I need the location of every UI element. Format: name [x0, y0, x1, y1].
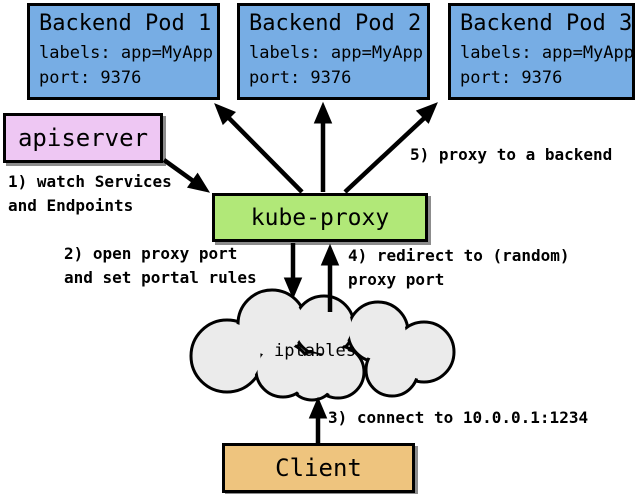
backend-pod-3-labels: labels: app=MyApp [460, 43, 634, 63]
annotation-step3-connect: 3) connect to 10.0.0.1:1234 [328, 408, 589, 427]
annotation-step1-watch-services: 1) watch Services and Endpoints [8, 172, 172, 215]
apiserver-box: apiserver [3, 113, 163, 163]
backend-pod-2-labels: labels: app=MyApp [249, 43, 423, 63]
iptables-cloud-fill [193, 292, 452, 398]
arrow-apiserver-to-kubeproxy [162, 158, 211, 193]
backend-pod-2-box: Backend Pod 2 labels: app=MyApp port: 93… [237, 3, 430, 100]
arrow-kubeproxy-to-pod2 [313, 101, 333, 192]
arrow-kubeproxy-to-pod1 [214, 103, 304, 194]
annotation-step2-open-proxy-port: 2) open proxy port and set portal rules [64, 244, 257, 287]
backend-pod-1-labels: labels: app=MyApp [39, 43, 213, 63]
iptables-label: iptables [274, 341, 356, 361]
arrow-kubeproxy-to-iptables [283, 243, 303, 300]
apiserver-label: apiserver [17, 124, 149, 152]
arrow-iptables-to-kubeproxy [320, 243, 340, 312]
arrow-kubeproxy-to-pod3 [343, 102, 438, 194]
kube-proxy-label: kube-proxy [250, 204, 390, 231]
backend-pod-3-box: Backend Pod 3 labels: app=MyApp port: 93… [448, 3, 635, 100]
flow-arrows [162, 101, 438, 443]
backend-pod-1-box: Backend Pod 1 labels: app=MyApp port: 93… [27, 3, 220, 100]
annotation-step4-redirect: 4) redirect to (random) proxy port [348, 246, 570, 289]
backend-pod-2-port: port: 9376 [249, 68, 352, 88]
backend-pod-3-title: Backend Pod 3 [460, 11, 633, 36]
client-label: Client [275, 454, 362, 482]
client-box: Client [222, 443, 415, 493]
backend-pod-1-port: port: 9376 [39, 68, 142, 88]
backend-pod-3-port: port: 9376 [460, 68, 563, 88]
arrow-client-to-iptables [308, 396, 328, 443]
kube-proxy-box: kube-proxy [212, 193, 428, 242]
backend-pod-1-title: Backend Pod 1 [39, 11, 212, 36]
annotation-step5-proxy-backend: 5) proxy to a backend [410, 145, 613, 164]
backend-pod-2-title: Backend Pod 2 [249, 11, 422, 36]
